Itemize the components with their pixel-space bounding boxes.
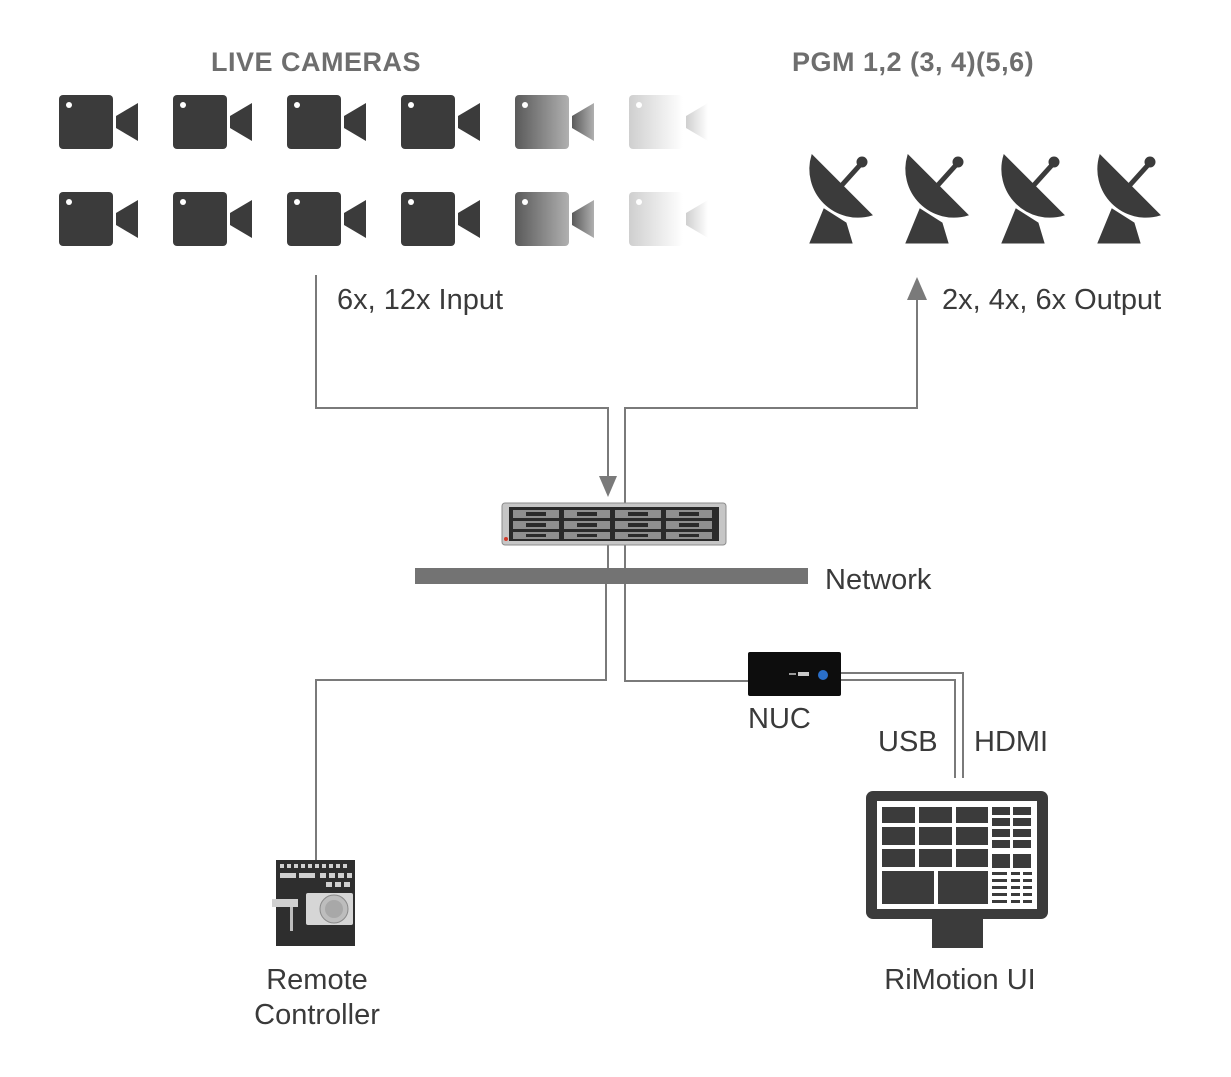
connection-lines	[315, 275, 964, 862]
video-camera-icon	[515, 192, 594, 246]
remote-controller-line	[315, 583, 607, 862]
video-camera-icon	[287, 192, 366, 246]
network-label: Network	[825, 564, 932, 596]
touch-monitor-icon	[866, 791, 1048, 948]
hdmi-cable	[841, 679, 956, 778]
video-camera-icon	[401, 95, 480, 149]
output-line	[624, 298, 918, 505]
camera-icons-row-2	[59, 192, 708, 246]
output-arrowhead	[907, 277, 927, 300]
remote-controller-label: Remote Controller	[217, 966, 417, 1030]
video-camera-icon	[59, 95, 138, 149]
video-camera-icon	[59, 192, 138, 246]
video-camera-icon	[173, 95, 252, 149]
input-label: 6x, 12x Input	[337, 284, 504, 316]
hdmi-label: HDMI	[974, 726, 1049, 758]
network-bar	[415, 568, 808, 584]
remote-label-line-2: Controller	[254, 999, 380, 1031]
input-line	[315, 275, 609, 478]
satellite-dish-icon	[810, 155, 872, 243]
usb-label: USB	[878, 726, 938, 758]
rimotion-ui-label: RiMotion UI	[884, 964, 1036, 996]
pgm-heading: PGM 1,2 (3, 4)(5,6)	[792, 47, 1035, 77]
satellite-dish-icons	[810, 155, 1160, 243]
video-camera-icon	[401, 192, 480, 246]
video-camera-icon	[629, 95, 708, 149]
input-arrowhead	[599, 476, 617, 497]
nuc-label: NUC	[748, 703, 811, 735]
mini-pc-icon	[748, 652, 841, 696]
video-camera-icon	[629, 192, 708, 246]
video-camera-icon	[287, 95, 366, 149]
remote-label-line-1: Remote	[266, 964, 368, 996]
output-label: 2x, 4x, 6x Output	[942, 284, 1162, 316]
satellite-dish-icon	[1098, 155, 1160, 243]
remote-controller-icon	[272, 860, 355, 946]
video-camera-icon	[515, 95, 594, 149]
nuc-line	[624, 583, 748, 682]
rack-server-icon	[501, 502, 727, 546]
satellite-dish-icon	[1002, 155, 1064, 243]
live-cameras-heading: LIVE CAMERAS	[211, 47, 422, 77]
camera-icons-row-1	[59, 95, 708, 149]
usb-cable	[841, 672, 964, 778]
video-camera-icon	[173, 192, 252, 246]
satellite-dish-icon	[906, 155, 968, 243]
